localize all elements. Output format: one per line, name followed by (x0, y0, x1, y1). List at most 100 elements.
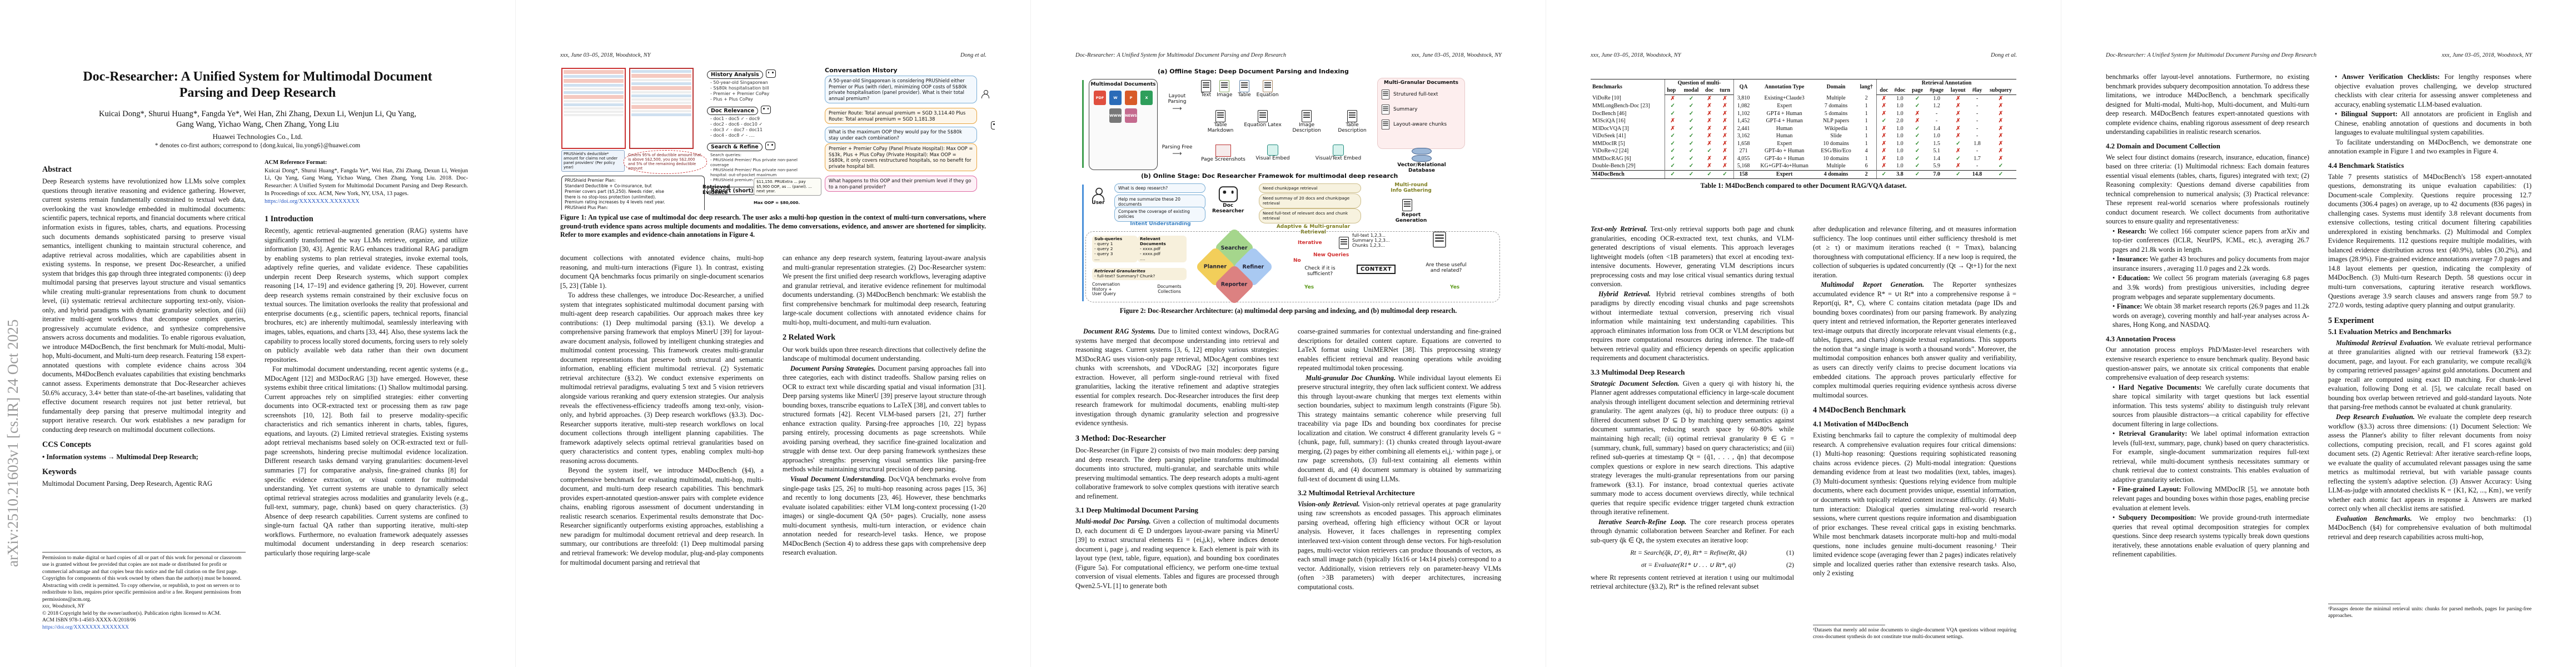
cell-value: 3,810 (1733, 94, 1753, 103)
bullet-rg-lead: Retrieval Granularity: (2119, 430, 2188, 438)
s42-heading: 4.2 Domain and Document Collection (2106, 142, 2220, 150)
cell-value: 158 (1733, 170, 1753, 179)
chunk-list: Chunks 1,2,3... (1352, 242, 1385, 248)
cell-value: 1.4 (1933, 125, 1940, 132)
col-lang-: lang† (1856, 79, 1877, 95)
check-icon: ✓ (1707, 148, 1712, 154)
ccs-heading: CCS Concepts (42, 440, 91, 450)
benchmark-name: M3DocVQA [3] (1592, 125, 1629, 132)
bullet-finance-lead: Finance: (2116, 302, 2142, 311)
header-conference: xxx, June 03–05, 2018, Woodstock, NY (560, 52, 651, 58)
cell-value: 1.0 (1933, 95, 1940, 102)
bullet-insurance-lead: Insurance: (2116, 255, 2149, 263)
iterative-label: Iterative (1298, 240, 1322, 246)
context-block: CONTEXT (1352, 262, 1400, 274)
check-icon: ✓ (1947, 170, 1970, 179)
cell-value: 4 domains (1815, 170, 1857, 179)
cell-value: 5.1 (1933, 148, 1940, 154)
check-icon: ✓ (1915, 125, 1920, 132)
check-icon: ✓ (1680, 170, 1702, 179)
method-intro: Doc-Researcher (in Figure 2) consists of… (1075, 446, 1279, 500)
doc-researcher-robot-icon (1218, 186, 1238, 202)
cell-value: 2 (1856, 170, 1877, 179)
page4-left-column: Text-only Retrieval. Text-only retrieval… (1591, 225, 1794, 647)
chunking-text: While individual layout elements Ei pres… (1298, 374, 1501, 483)
cell-value: 1.0 (1896, 163, 1904, 169)
abstract-heading: Abstract (42, 165, 72, 174)
stage-history-analysis[interactable]: History Analysis (707, 71, 763, 79)
header-title: Doc-Researcher: A Unified System for Mul… (2106, 52, 2317, 58)
doc-researcher-agent: Doc Researcher (1212, 186, 1244, 215)
multi-granular-title: Multi-Granular Documents (1384, 80, 1458, 86)
doi-link[interactable]: https://doi.org/XXXXXXX.XXXXXXX (42, 624, 129, 630)
cross-icon: ✗ (1722, 133, 1727, 139)
equation-1: Rt = Search(q̃k, D′, θ), Rt* = Refine(Rt… (1591, 548, 1794, 557)
cell-value: 3.8 (1891, 170, 1909, 179)
s43-heading: 4.3 Annotation Process (2106, 335, 2176, 343)
s31-heading: 3.1 Deep Multimodal Document Parsing (1075, 506, 1198, 515)
cross-icon: ✗ (1956, 148, 1961, 154)
check-icon: ✓ (1716, 170, 1734, 179)
cell-value: - (1976, 95, 1979, 102)
hybrid-text: Hybrid retrieval combines strengths of b… (1591, 290, 1794, 362)
element-image: Image (1217, 80, 1232, 98)
acm-ref-doi-link[interactable]: https://doi.org/XXXXXXX.XXXXXXX (265, 198, 360, 205)
cell-value: Multiple (1826, 163, 1846, 169)
cell-value: 1.4 (1933, 155, 1940, 162)
check-icon: ✓ (1915, 163, 1920, 169)
cross-icon: ✗ (1876, 162, 1891, 171)
cross-icon: ✗ (1665, 125, 1681, 133)
check-icon: ✓ (1985, 170, 2016, 179)
doc-researcher-label: Doc Researcher (1212, 203, 1244, 215)
vdu-lead: Visual Document Understanding. (790, 475, 886, 484)
header-title: Doc-Researcher: A Unified System for Mul… (1075, 52, 1287, 58)
footnote-1: ¹Datasets that merely add noise document… (1813, 625, 2016, 640)
text-only-text: Text-only retrieval supports both page a… (1591, 225, 1794, 288)
equation-2-number: (2) (1786, 561, 1794, 569)
cell-value: 1.5 (1933, 140, 1940, 147)
related-work-heading: 2 Related Work (783, 333, 836, 342)
need-bubble-1: Need chunk/page retrieval (1259, 183, 1361, 193)
check-icon: ✓ (1665, 147, 1681, 155)
bullet-fgl-text: Following MMDocIR [5], we annotate both … (2112, 485, 2309, 512)
relevant-docs-items: - xxxx.pdf - xxxx.pdf .... (1140, 246, 1160, 261)
footnote-1-text: ¹Datasets that merely add noise document… (1813, 628, 2016, 640)
cross-icon: ✗ (1722, 155, 1727, 162)
cell-value: 4,055 (1733, 155, 1753, 163)
deep-research-eval-par: Deep Research Evaluation. We evaluate th… (2328, 412, 2532, 514)
ccs-text: • Information systems → Multimodal Deep … (42, 452, 198, 461)
acm-ref-heading: ACM Reference Format: (265, 160, 327, 166)
cell-value: 1.0 (1896, 155, 1904, 162)
cell-value: 7.0 (1926, 170, 1947, 179)
check-icon: ✓ (1665, 102, 1681, 110)
intro-paragraph-1: Recently, agentic retrieval-augmented ge… (265, 227, 468, 364)
page4-right-column: after deduplication and relevance filter… (1813, 225, 2016, 614)
cell-value: - (1935, 118, 1938, 124)
cell-value: 5.9 (1933, 163, 1940, 169)
check-icon: ✓ (1915, 148, 1920, 154)
cell-value: 14.8 (1969, 170, 1985, 179)
cross-icon: ✗ (1722, 163, 1727, 169)
check-icon: ✓ (1998, 163, 2004, 169)
stage-doc-relevance[interactable]: Doc Relevance (707, 107, 759, 115)
author-note: * denotes co-first authors; correspond t… (155, 142, 361, 149)
cell-value: Human (1776, 125, 1793, 132)
page-2: xxx, June 03–05, 2018, Woodstock, NY Don… (515, 0, 1031, 667)
user-bubble-1: A 50-year-old Singaporean is considering… (825, 76, 977, 103)
useful-related-label: Are these useful and related? (1426, 262, 1467, 274)
sub-queries-items: - query 1 - query 2 - query 3 .... (1094, 241, 1113, 261)
text-only-par: Text-only Retrieval. Text-only retrieval… (1591, 225, 1794, 289)
stage-search-refine[interactable]: Search & Refine (707, 143, 763, 151)
keywords-heading: Keywords (42, 467, 77, 477)
multimodal-documents-title: Multimodal Documents (1090, 82, 1156, 87)
cell-value: - (1976, 118, 1979, 124)
multi-granular-panel: Multi-Granular Documents Strutured full-… (1377, 78, 1465, 149)
check-icon: ✓ (1915, 95, 1920, 102)
relevant-docs-title: Relevant Documents (1140, 236, 1166, 246)
page5-left-column: benchmarks offer layout-level annotation… (2106, 72, 2309, 628)
header-authors: Dong et al. (960, 52, 986, 58)
word-file-icon: W (1109, 91, 1122, 106)
conversation-history-label: Conversation History + User Query (1092, 282, 1120, 297)
